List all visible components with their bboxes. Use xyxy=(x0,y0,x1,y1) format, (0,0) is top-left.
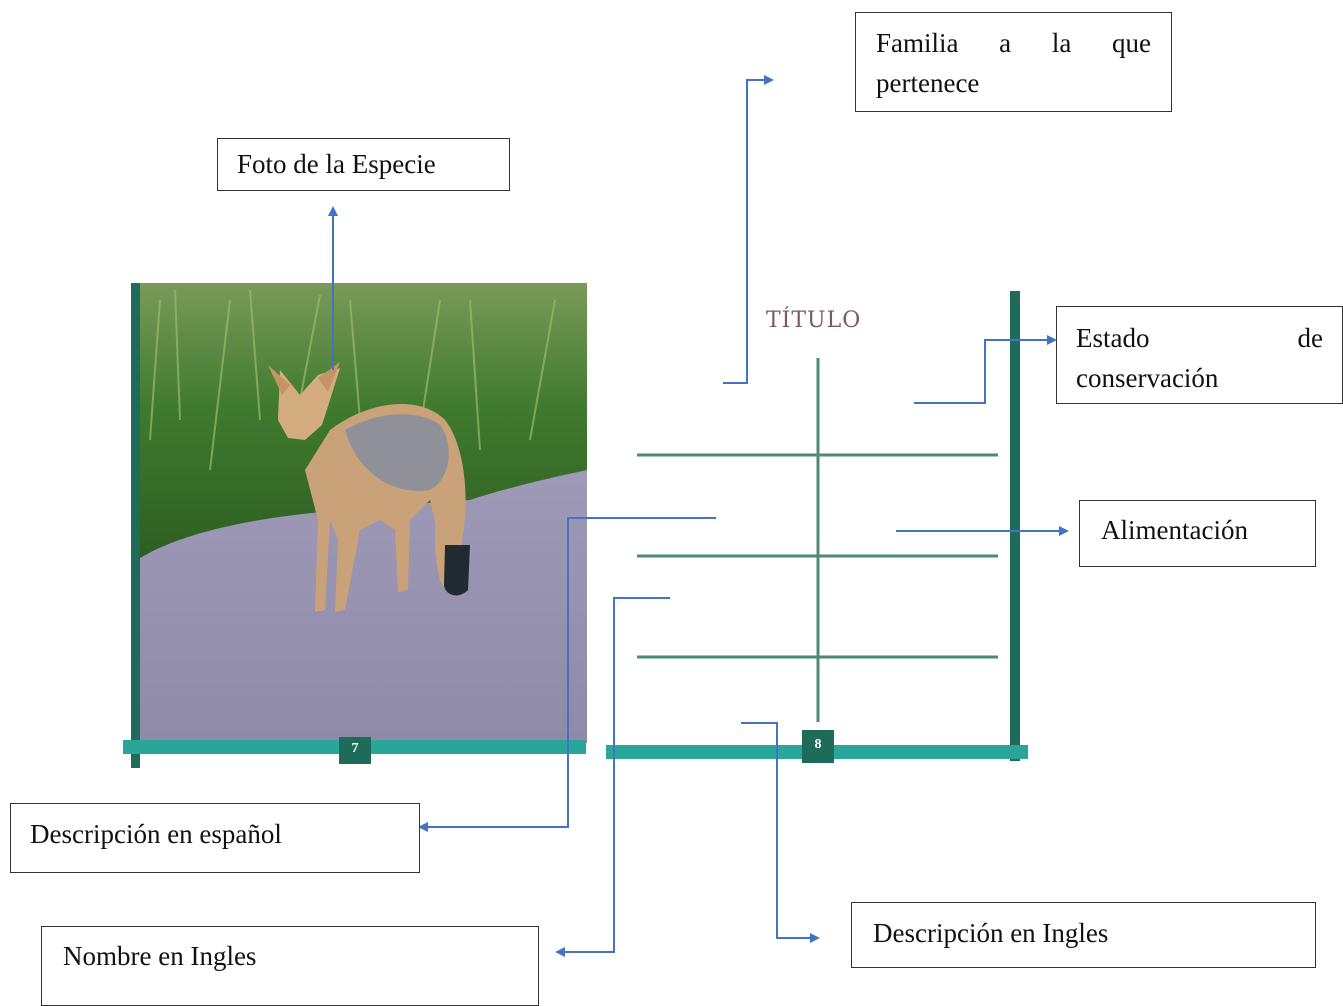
label-foto-text: Foto de la Especie xyxy=(237,149,436,179)
label-desc-es-text: Descripción en español xyxy=(30,819,282,849)
left-page-number: 7 xyxy=(351,741,359,756)
label-familia-line2: pertenece xyxy=(876,68,980,98)
label-estado-line2: conservación xyxy=(1076,363,1219,393)
label-estado: Estado de conservación xyxy=(1056,306,1343,404)
left-page-spine xyxy=(131,283,140,768)
label-nombre-en-text: Nombre en Ingles xyxy=(63,941,257,971)
label-desc-en-text: Descripción en Ingles xyxy=(873,918,1109,948)
arrow-familia xyxy=(723,75,774,384)
left-page-number-box xyxy=(339,737,371,764)
label-familia: Familia a la que pertenece xyxy=(855,12,1172,112)
label-alimentacion: Alimentación xyxy=(1079,500,1316,567)
right-page-number: 8 xyxy=(814,737,822,752)
right-page-spine xyxy=(1010,291,1020,761)
label-familia-line1: Familia a la que xyxy=(876,28,1151,58)
label-desc-es: Descripción en español xyxy=(10,803,420,873)
label-nombre-en: Nombre en Ingles xyxy=(41,926,539,1006)
arrow-nombre-en xyxy=(555,597,670,957)
arrow-desc-es xyxy=(418,517,716,832)
label-foto: Foto de la Especie xyxy=(217,138,510,191)
arrow-estado xyxy=(914,335,1057,404)
page-title: TÍTULO xyxy=(766,308,862,333)
fox-photo-icon xyxy=(268,362,470,612)
label-alimentacion-text: Alimentación xyxy=(1101,515,1248,545)
label-estado-line1: Estado de xyxy=(1076,323,1323,353)
right-page-number-box xyxy=(802,730,834,763)
arrow-desc-en xyxy=(741,722,820,943)
label-desc-en: Descripción en Ingles xyxy=(851,902,1316,968)
species-photo xyxy=(137,283,587,743)
